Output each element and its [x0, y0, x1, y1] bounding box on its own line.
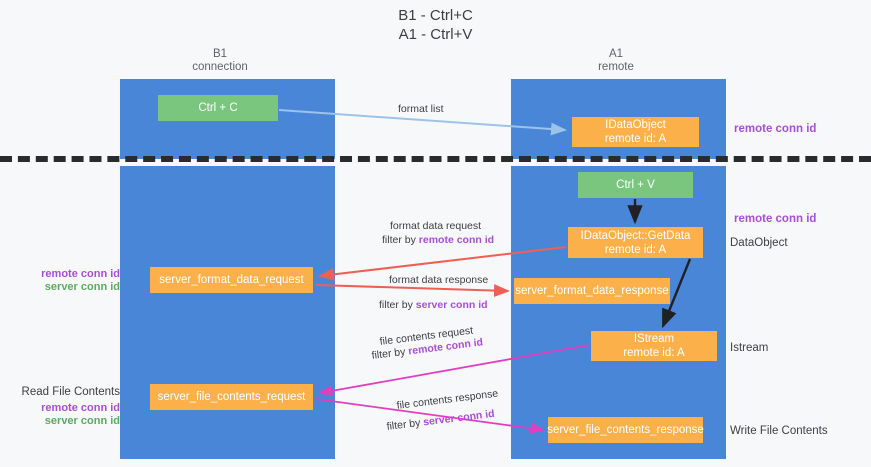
column-header-b1: B1 connection [160, 48, 280, 74]
edge-label-format-data-request: format data request [390, 220, 481, 233]
label-server-conn-id: server conn id [44, 281, 120, 293]
label-server-conn-id: server conn id [44, 415, 120, 427]
label-remote-conn-id: remote conn id [41, 268, 120, 280]
edge-label-format-data-request-text: format data request [390, 220, 482, 232]
node-ctrl-c-label: Ctrl + C [198, 102, 238, 114]
label-remote-conn-id: remote conn id [41, 402, 120, 414]
filter-key-server-conn-id: server conn id [422, 407, 496, 429]
edge-label-format-data-response: format data response [389, 274, 488, 287]
node-idataobject-getdata[interactable]: IDataObject::GetData remote id: A [568, 227, 703, 258]
filter-prefix: filter by [371, 345, 409, 362]
lane-b1-bottom [120, 166, 335, 459]
filter-key-remote-conn-id: remote conn id [418, 234, 495, 246]
section-divider [0, 156, 871, 162]
node-server-format-data-request-label: server_format_data_request [159, 274, 304, 286]
node-ctrl-c[interactable]: Ctrl + C [158, 95, 278, 121]
edge-label-format-data-response-text: format data response [389, 274, 489, 286]
node-idataobject-label: IDataObject [605, 119, 666, 131]
node-ctrl-v-label: Ctrl + V [616, 179, 655, 191]
node-server-file-contents-request-label: server_file_contents_request [157, 391, 306, 403]
node-istream[interactable]: IStream remote id: A [591, 331, 717, 361]
node-ctrl-v[interactable]: Ctrl + V [578, 172, 693, 198]
label-dataobject: DataObject [730, 237, 788, 249]
label-istream: Istream [730, 342, 769, 354]
filter-prefix: filter by [379, 299, 416, 311]
node-idataobject-remote-id: remote id: A [604, 133, 667, 145]
node-server-format-data-response-label: server_format_data_response [515, 285, 669, 297]
title-line-2: A1 - Ctrl+V [398, 26, 473, 43]
node-getdata-remote-id: remote id: A [604, 243, 667, 256]
node-server-file-contents-request[interactable]: server_file_contents_request [150, 384, 313, 410]
label-remote-conn-id-top: remote conn id [734, 123, 817, 135]
edge-label-format-list-text: format list [398, 103, 444, 115]
node-istream-remote-id: remote id: A [623, 347, 685, 359]
column-a1-name: A1 [608, 48, 624, 60]
node-idataobject[interactable]: IDataObject remote id: A [572, 117, 699, 147]
label-write-file-contents: Write File Contents [730, 425, 828, 437]
node-server-file-contents-response[interactable]: server_file_contents_response [547, 417, 704, 443]
label-group-conn-ids-mid: remote conn id server conn id [20, 268, 120, 294]
node-istream-label: IStream [633, 333, 675, 345]
label-read-file-contents: Read File Contents [21, 386, 120, 398]
edge-label-format-list: format list [398, 103, 444, 116]
column-a1-role: remote [598, 61, 634, 73]
page-title: B1 - Ctrl+C A1 - Ctrl+V [0, 6, 871, 44]
filter-prefix: filter by [386, 416, 424, 433]
column-b1-role: connection [192, 61, 248, 73]
node-server-format-data-response[interactable]: server_format_data_response [514, 278, 670, 304]
node-server-format-data-request[interactable]: server_format_data_request [150, 267, 313, 293]
title-line-1: B1 - Ctrl+C [398, 7, 473, 24]
edge-filter-format-data-response: filter by server conn id [379, 299, 488, 312]
label-remote-conn-id-mid: remote conn id [734, 213, 817, 225]
filter-key-server-conn-id: server conn id [415, 299, 488, 311]
label-group-conn-ids-bottom: remote conn id server conn id [20, 402, 120, 428]
edge-filter-format-data-request: filter by remote conn id [382, 234, 494, 247]
filter-prefix: filter by [382, 234, 419, 246]
node-server-file-contents-response-label: server_file_contents_response [547, 424, 704, 436]
node-getdata-label: IDataObject::GetData [580, 229, 691, 242]
column-b1-name: B1 [212, 48, 228, 60]
column-header-a1: A1 remote [556, 48, 676, 74]
lane-a1-bottom [511, 166, 726, 459]
